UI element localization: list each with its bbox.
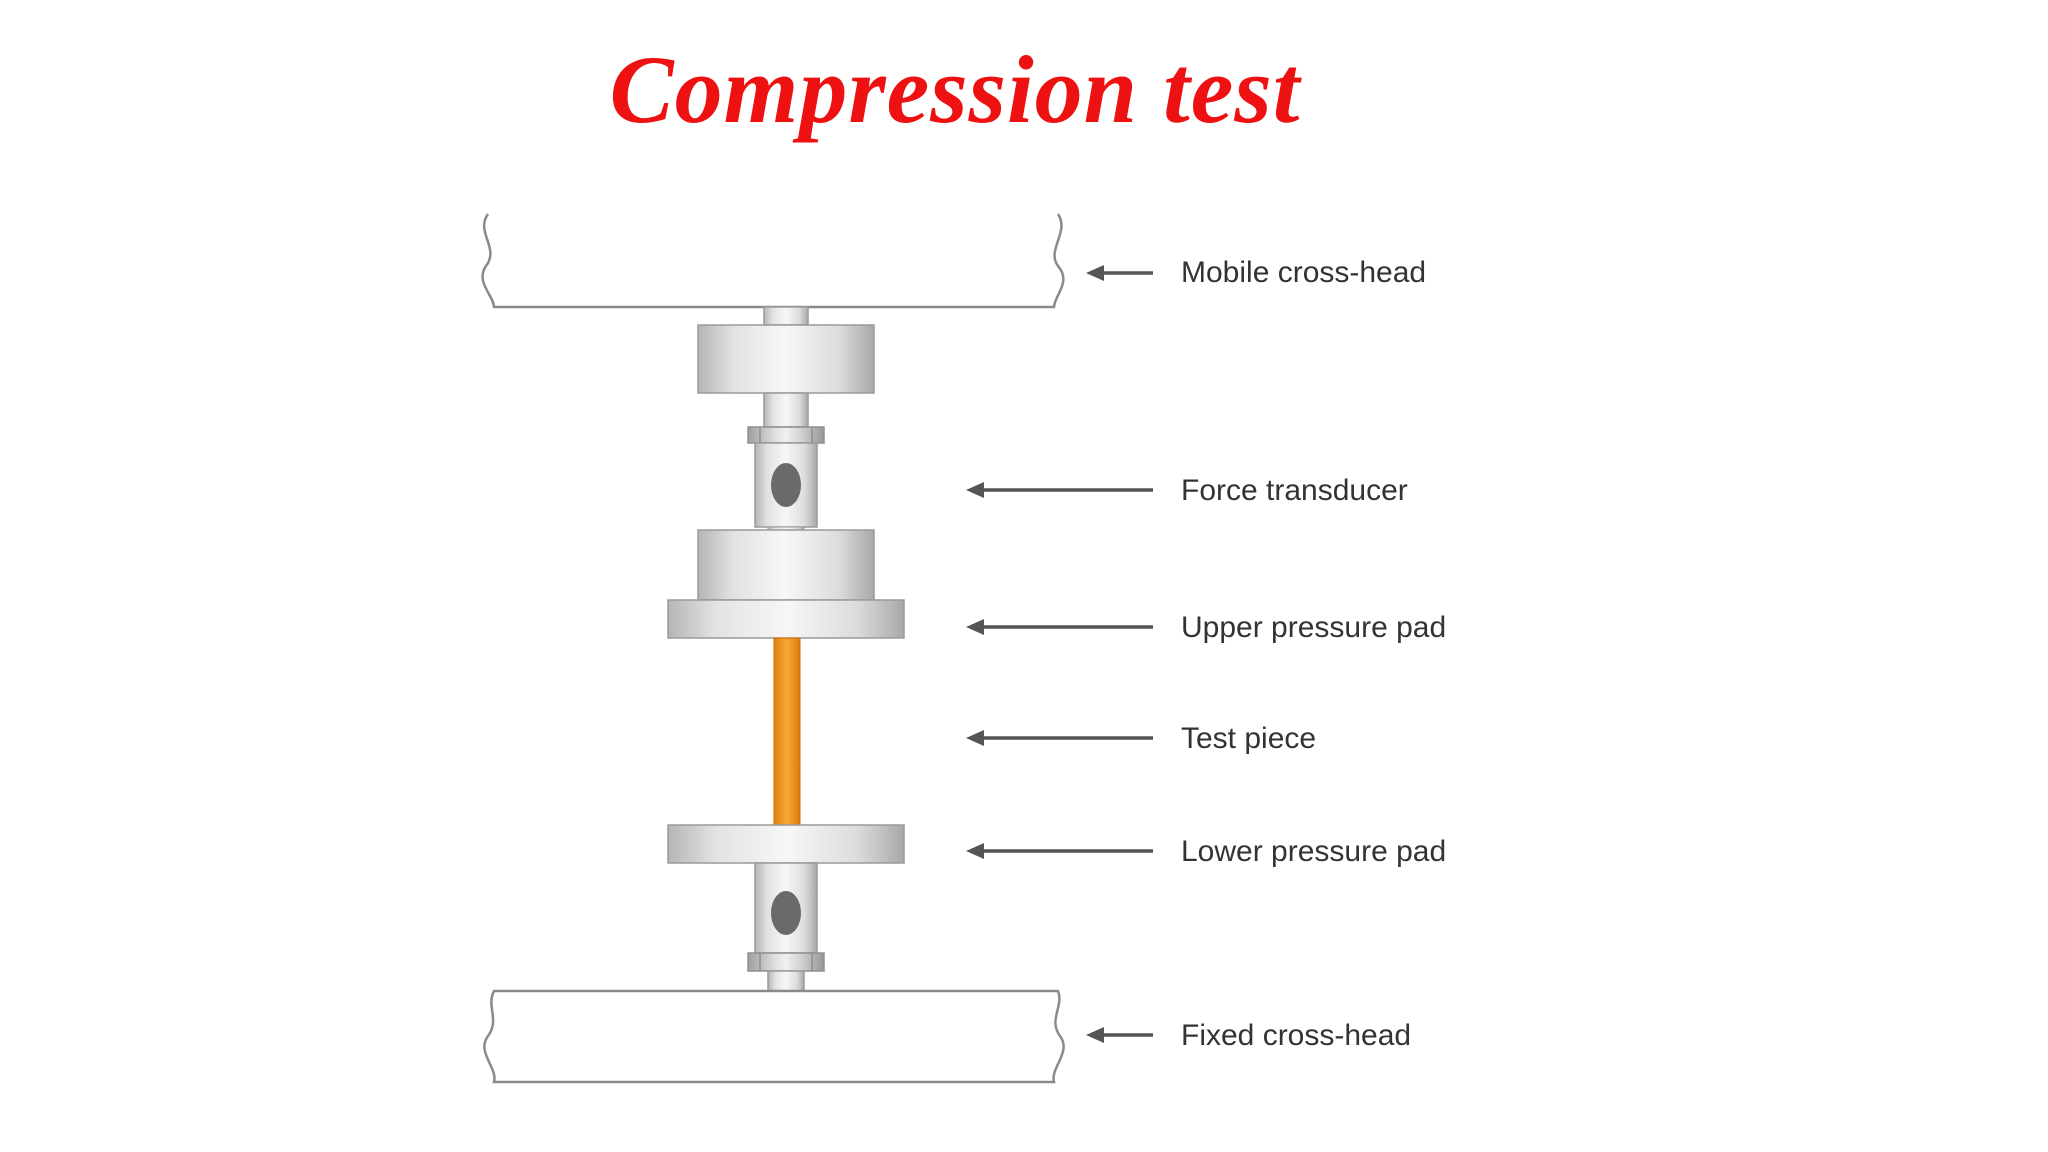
upper-clamp-block [697,324,875,394]
fixed-crosshead [483,989,1065,1084]
label-mobile-crosshead: Mobile cross-head [1181,256,1426,289]
upper-pressure-pad [667,599,905,639]
arrow-upper-pressure-pad [966,619,1153,635]
label-lower-pressure-pad: Lower pressure pad [1181,835,1446,868]
fixed-crosshead-stub [767,970,805,992]
upper-pad-block [697,529,875,601]
label-test-piece: Test piece [1181,722,1316,755]
arrows [966,265,1153,1043]
label-force-transducer: Force transducer [1181,474,1408,507]
label-fixed-crosshead: Fixed cross-head [1181,1019,1411,1052]
crosshead-stub [763,306,809,326]
upper-shaft [763,392,809,428]
arrow-mobile-crosshead [1086,265,1153,281]
labels: Mobile cross-head Force transducer Upper… [1181,256,1446,1052]
slide-title: Compression test [609,36,1301,143]
lower-fixture-hole [771,891,801,935]
arrow-force-transducer [966,482,1153,498]
arrow-fixed-crosshead [1086,1027,1153,1043]
arrow-lower-pressure-pad [966,843,1153,859]
test-piece [773,637,801,826]
force-transducer-hole [771,463,801,507]
label-upper-pressure-pad: Upper pressure pad [1181,611,1446,644]
mobile-crosshead [481,213,1065,309]
arrow-test-piece [966,730,1153,746]
lower-pressure-pad [667,824,905,864]
